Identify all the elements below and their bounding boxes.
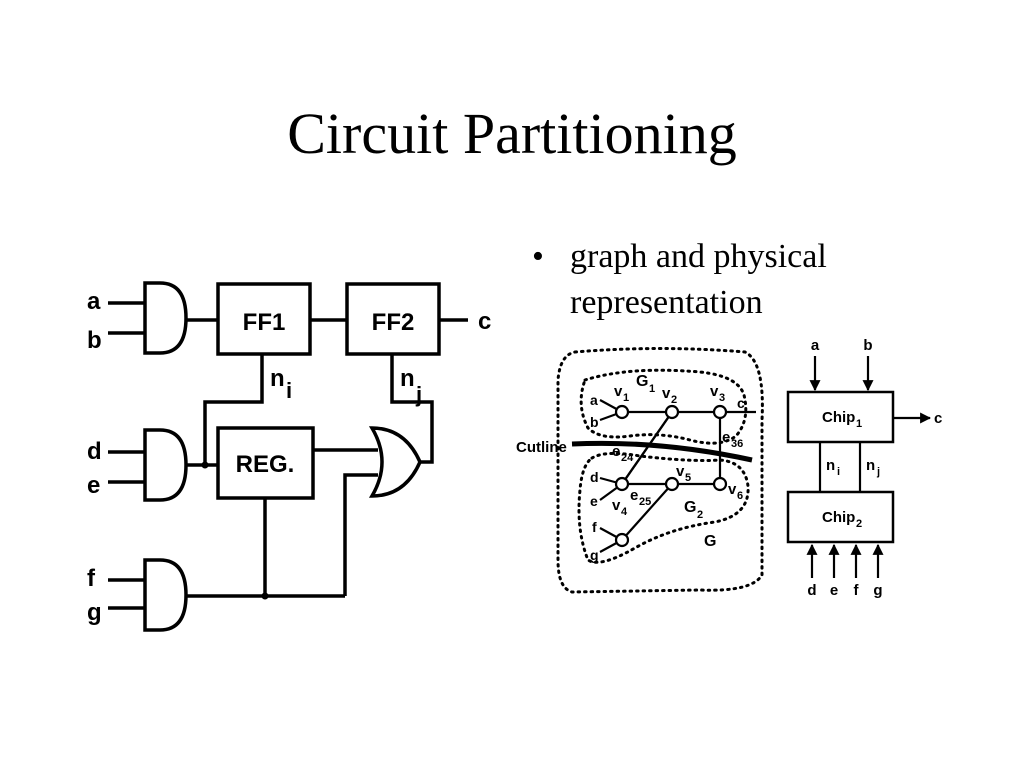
cutline bbox=[571, 440, 753, 463]
net-nj-label: n bbox=[400, 365, 415, 392]
chip-net-nj-sub: j bbox=[876, 466, 880, 478]
label-c: c bbox=[478, 308, 491, 335]
vertex-v1 bbox=[614, 404, 630, 420]
chip-output-c: c bbox=[934, 410, 942, 427]
terminal-f: f bbox=[592, 519, 597, 535]
v4-label: v bbox=[612, 497, 621, 514]
chip-diagram: a b Chip 1 c n i n j Chip 2 d bbox=[786, 337, 942, 599]
chip-net-ni-sub: i bbox=[837, 466, 840, 478]
label-e: e bbox=[87, 472, 100, 499]
net-ni-label: n bbox=[270, 365, 285, 392]
e25-sub: 25 bbox=[639, 496, 651, 508]
label-a: a bbox=[87, 288, 101, 315]
region-g2 bbox=[577, 451, 750, 564]
v1-label: v bbox=[614, 383, 623, 400]
chip1-label: Chip bbox=[822, 409, 855, 426]
gate-right bbox=[368, 426, 422, 498]
v6-sub: 6 bbox=[737, 490, 743, 502]
e24-label: e bbox=[612, 443, 620, 460]
terminal-d: d bbox=[590, 469, 599, 485]
circuit-schematic: a b d e f g c FF1 FF2 REG. n i n j bbox=[87, 281, 491, 632]
label-b: b bbox=[87, 327, 102, 354]
partition-graph: Cutline G 1 G 2 G v 1 v 2 v 3 v 4 v 5 v … bbox=[516, 347, 764, 594]
label-d: d bbox=[87, 438, 102, 465]
vertex-v5 bbox=[664, 476, 680, 492]
reg-label: REG. bbox=[236, 451, 295, 478]
chip2-block bbox=[786, 490, 895, 544]
chip-input-a: a bbox=[811, 337, 820, 354]
chip-input-b: b bbox=[863, 337, 872, 354]
region-g1 bbox=[579, 368, 748, 445]
g2-sub: 2 bbox=[697, 509, 703, 521]
and-gate-ab bbox=[143, 281, 188, 355]
vertex-v4 bbox=[614, 476, 630, 492]
chip-input-f: f bbox=[854, 582, 860, 599]
v4-sub: 4 bbox=[621, 506, 628, 518]
ff1-label: FF1 bbox=[243, 309, 286, 336]
chip-input-g: g bbox=[873, 582, 882, 599]
terminal-e: e bbox=[590, 493, 598, 509]
e24-sub: 24 bbox=[621, 452, 634, 464]
v6-label: v bbox=[728, 481, 737, 498]
bullet-text: graph and physical representation bbox=[570, 238, 827, 321]
v3-sub: 3 bbox=[719, 392, 725, 404]
e36-label: e bbox=[722, 429, 730, 446]
v5-sub: 5 bbox=[685, 472, 691, 484]
e25-label: e bbox=[630, 487, 638, 504]
terminal-a: a bbox=[590, 392, 598, 408]
chip2-label: Chip bbox=[822, 509, 855, 526]
g1-label: G bbox=[636, 373, 648, 390]
chip2-sub: 2 bbox=[856, 518, 862, 530]
g1-sub: 1 bbox=[649, 383, 655, 395]
edge bbox=[621, 483, 673, 541]
v5-label: v bbox=[676, 463, 685, 480]
terminal-c: c bbox=[737, 395, 745, 411]
v1-sub: 1 bbox=[623, 392, 629, 404]
net-ni-wire bbox=[203, 354, 264, 465]
vertex-v2 bbox=[664, 404, 680, 420]
g-label: G bbox=[704, 533, 716, 550]
e36-sub: 36 bbox=[731, 438, 743, 450]
ff2-label: FF2 bbox=[372, 309, 415, 336]
net-nj-wire bbox=[390, 354, 434, 464]
chip-input-e: e bbox=[830, 582, 838, 599]
vertex-v3 bbox=[712, 404, 728, 420]
cutline-label: Cutline bbox=[516, 439, 567, 456]
chip-input-d: d bbox=[807, 582, 816, 599]
v2-sub: 2 bbox=[671, 394, 677, 406]
net-nj-sub: j bbox=[415, 382, 422, 407]
terminal-g: g bbox=[590, 547, 599, 563]
label-f: f bbox=[87, 565, 96, 592]
and-gate-de bbox=[143, 428, 188, 502]
label-g: g bbox=[87, 599, 102, 626]
chip-net-ni: n bbox=[826, 457, 835, 474]
v2-label: v bbox=[662, 385, 671, 402]
v3-label: v bbox=[710, 383, 719, 400]
terminal-b: b bbox=[590, 414, 599, 430]
chip1-sub: 1 bbox=[856, 418, 862, 430]
net-ni-sub: i bbox=[286, 378, 292, 403]
vertex-fg bbox=[614, 532, 630, 548]
slide-title: Circuit Partitioning bbox=[287, 101, 737, 166]
wire-fg-gate bbox=[343, 473, 378, 596]
vertex-v6 bbox=[712, 476, 728, 492]
chip1-block bbox=[786, 390, 895, 444]
g2-label: G bbox=[684, 499, 696, 516]
region-g bbox=[556, 347, 764, 594]
bullet-marker: • bbox=[532, 238, 544, 275]
chip-net-nj: n bbox=[866, 457, 875, 474]
edge-e25 bbox=[621, 411, 673, 485]
and-gate-fg bbox=[143, 558, 188, 632]
